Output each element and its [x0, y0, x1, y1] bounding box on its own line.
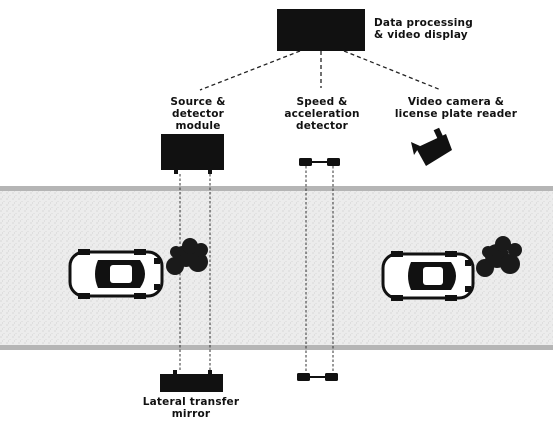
speed-beams	[305, 166, 334, 373]
data-processing-label: Data processing & video display	[374, 17, 473, 41]
link-to-source-detector	[199, 50, 301, 91]
mirror-label: Lateral transfer mirror	[142, 396, 240, 420]
sensor-icon	[297, 373, 310, 381]
connection-lines	[199, 50, 442, 91]
sensor-icon	[325, 373, 338, 381]
source-detector-label: Source & detector module	[170, 96, 226, 132]
camera-label: Video camera & license plate reader	[394, 96, 518, 120]
speed-acceleration-label: Speed & acceleration detector	[284, 96, 360, 132]
exhaust-cloud-icon	[476, 236, 522, 277]
car-icon	[68, 249, 164, 299]
speed-sensor-top	[299, 158, 340, 166]
sensor-icon	[327, 158, 340, 166]
sensor-icon	[299, 158, 312, 166]
road-edge-bottom	[0, 345, 553, 350]
exhaust-cloud-icon	[166, 238, 208, 275]
road-edge-top	[0, 186, 553, 191]
link-to-camera	[343, 50, 442, 91]
source-detector-module	[161, 134, 224, 174]
data-processing-box	[277, 9, 365, 51]
lateral-transfer-mirror	[160, 370, 223, 392]
car-icon	[381, 251, 475, 301]
camera-icon	[411, 127, 452, 166]
speed-sensor-bottom	[297, 373, 338, 381]
